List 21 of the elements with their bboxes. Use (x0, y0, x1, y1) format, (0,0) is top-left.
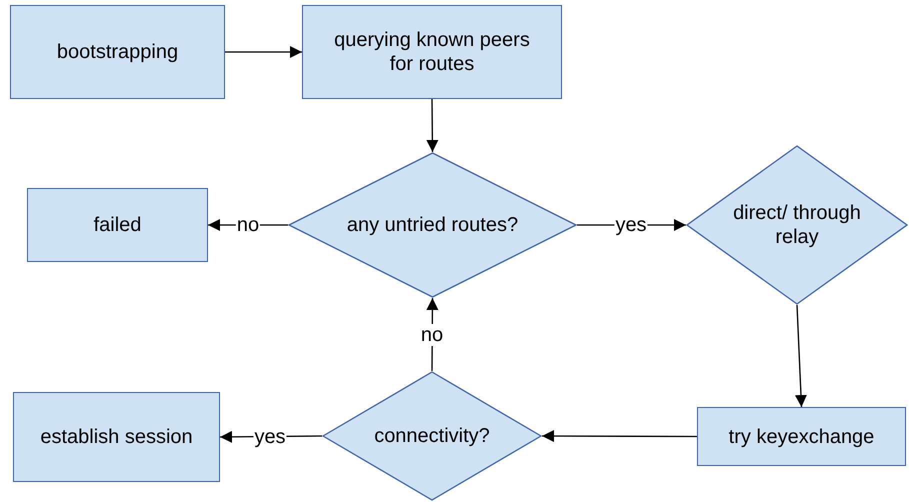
arrow (542, 430, 697, 442)
node-label: direct/ through relay (732, 201, 862, 249)
process-box (13, 392, 220, 482)
node-label: try keyexchange (728, 424, 874, 448)
node-label: establish session (40, 425, 193, 449)
process-box (27, 188, 208, 262)
decision-diamond (288, 152, 577, 298)
process-box (302, 5, 562, 99)
arrow (794, 304, 807, 408)
node-label: connectivity? (374, 424, 490, 448)
process-box (697, 407, 906, 466)
edge-label: no (420, 324, 444, 346)
arrow (225, 46, 302, 58)
decision-diamond (322, 371, 542, 501)
node-label: any untried routes? (346, 213, 518, 237)
decision-diamond (686, 145, 908, 305)
process-box (10, 5, 225, 99)
node-label: querying known peers for routes (333, 28, 531, 76)
node-label: failed (94, 213, 142, 237)
arrow (426, 99, 438, 152)
node-label: bootstrapping (56, 40, 178, 64)
